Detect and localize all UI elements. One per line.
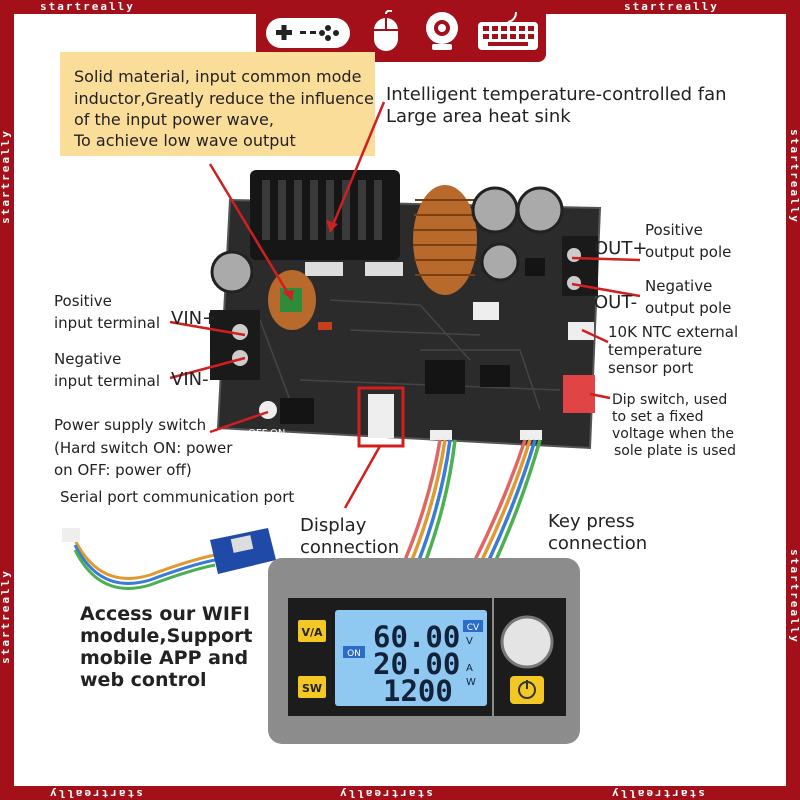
capacitor-input	[210, 250, 254, 294]
unit-v: V	[466, 636, 473, 647]
capacitor-2	[516, 186, 564, 234]
neg-output-label-1: Negative	[645, 277, 713, 295]
display-connection-label-1: Display	[300, 515, 367, 536]
neg-input-label-2: input terminal	[54, 372, 161, 390]
wifi-module	[62, 528, 276, 590]
callout-note-line-2: inductor,Greatly reduce the influence	[74, 89, 374, 108]
va-button-label: V/A	[301, 626, 323, 639]
wifi-label-3: mobile APP and	[80, 647, 249, 669]
dip-label-1: Dip switch, used	[612, 392, 728, 408]
callout-note-line-3: of the input power wave,	[74, 110, 274, 129]
dip-label-3: voltage when the	[612, 426, 734, 442]
va-button-bg	[298, 620, 326, 642]
callout-note-line-1: Solid material, input common mode	[74, 67, 362, 86]
lcd-current: 20.00	[373, 647, 460, 681]
vin-plus-mark: VIN+	[171, 308, 218, 329]
capacitor-3	[480, 242, 520, 282]
pos-input-label-1: Positive	[54, 292, 112, 310]
out-minus-mark: OUT-	[594, 292, 638, 313]
power-switch-label-3: on OFF: power off)	[54, 461, 192, 479]
watermark-top-left: startreally	[40, 0, 135, 13]
wifi-label-4: web control	[80, 669, 207, 691]
rotary-knob	[500, 615, 554, 669]
power-switch	[259, 401, 277, 419]
vin-minus-mark: VIN-	[171, 369, 209, 390]
input-terminal-block	[210, 310, 260, 380]
on-badge: ON	[347, 649, 361, 659]
on-mark: ON	[270, 428, 285, 439]
keypress-connection-label-1: Key press	[548, 511, 635, 532]
off-mark: OFF	[248, 428, 268, 439]
display-connection-label-2: connection	[300, 537, 400, 558]
pos-output-label-2: output pole	[645, 243, 732, 261]
sw-button-bg	[298, 676, 326, 698]
ntc-label-1: 10K NTC external	[608, 323, 739, 341]
webcam-icon	[426, 12, 458, 50]
icon-bar	[256, 0, 546, 62]
display-texts: V/A SW ON CV 60.00 20.00 1200 V A W	[301, 620, 483, 708]
pos-input-label-2: input terminal	[54, 314, 161, 332]
ntc-port	[568, 322, 594, 340]
dip-switch	[563, 375, 595, 413]
cv-badge: CV	[467, 623, 480, 633]
out-plus-mark: OUT+	[594, 238, 648, 259]
power-switch-label-1: Power supply switch	[54, 416, 207, 434]
display-module	[268, 558, 580, 744]
neg-input-label-1: Negative	[54, 350, 122, 368]
serial-port-label: Serial port communication port	[60, 488, 295, 506]
serial-port-highlight	[357, 386, 405, 448]
capacitor-1	[471, 186, 519, 234]
pos-output-label-1: Positive	[645, 221, 703, 239]
fan-label-line-1: Intelligent temperature-controlled fan	[386, 84, 727, 105]
mouse-icon	[374, 10, 398, 51]
neg-output-label-2: output pole	[645, 299, 732, 317]
power-button-bg	[510, 676, 544, 704]
lcd-screen	[335, 610, 487, 706]
power-switch-label-2: (Hard switch ON: power	[54, 439, 233, 457]
fan-label-line-2: Large area heat sink	[386, 106, 571, 127]
ntc-label-3: sensor port	[608, 359, 694, 377]
toroid-inductor	[413, 185, 477, 295]
keyboard-icon	[478, 11, 538, 50]
lcd-voltage: 60.00	[373, 620, 460, 654]
keypress-connection-label-2: connection	[548, 533, 648, 554]
unit-w: W	[466, 677, 476, 688]
fan-connector	[473, 302, 499, 320]
wifi-label-2: module,Support	[80, 625, 253, 647]
lcd-power: 1200	[383, 674, 453, 708]
wifi-label-1: Access our WIFI	[80, 603, 250, 625]
dip-label-2: to set a fixed	[612, 409, 704, 425]
dip-label-4: sole plate is used	[614, 443, 737, 459]
sw-button-label: SW	[302, 682, 322, 695]
main-chip	[425, 360, 465, 394]
ntc-label-2: temperature	[608, 341, 703, 359]
watermark-top-right: startreally	[624, 0, 719, 13]
gamepad-icon	[266, 18, 350, 48]
callout-note-box	[60, 52, 375, 156]
callout-note-line-4: To achieve low wave output	[74, 131, 296, 150]
unit-a: A	[466, 663, 473, 674]
